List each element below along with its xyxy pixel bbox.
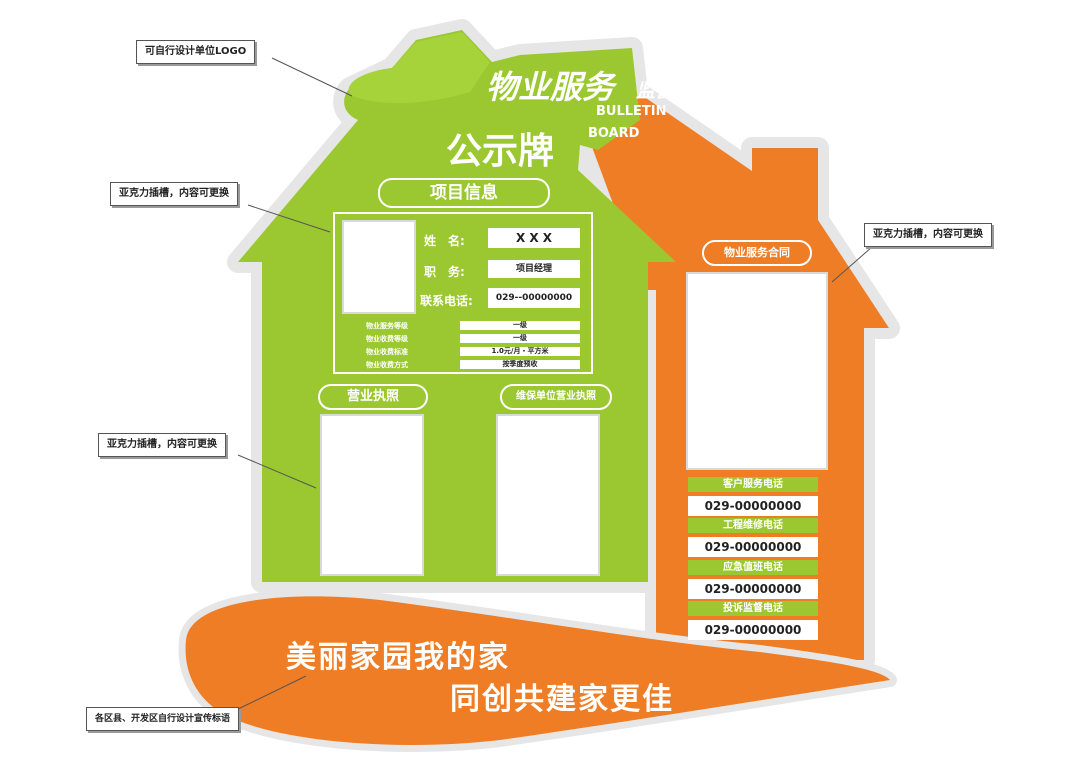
acrylic-annotation-left-top: 亚克力插槽，内容可更换 bbox=[110, 182, 238, 206]
detail-value-1: 一级 bbox=[460, 321, 580, 330]
phone-label: 联系电话: bbox=[420, 294, 473, 308]
complaint-phone-label: 投诉监督电话 bbox=[688, 601, 818, 616]
leader-line-acrylic-2 bbox=[237, 454, 317, 489]
business-license-slot bbox=[320, 414, 424, 576]
name-value: X X X bbox=[488, 228, 580, 248]
title-main: 物业服务 bbox=[486, 68, 615, 106]
leader-line-acrylic-3 bbox=[831, 239, 881, 283]
customer-service-number: 029-00000000 bbox=[688, 496, 818, 516]
title-sub: 监督 bbox=[636, 80, 675, 102]
title-english-2: BOARD bbox=[588, 126, 640, 141]
leader-line-slogan bbox=[235, 675, 307, 711]
role-label: 职 务: bbox=[424, 265, 465, 279]
customer-service-label: 客户服务电话 bbox=[688, 477, 818, 492]
detail-label-3: 物业收费标准 bbox=[366, 348, 408, 356]
leader-line-acrylic-1 bbox=[247, 204, 331, 233]
contract-slot bbox=[686, 272, 828, 470]
business-license-heading: 营业执照 bbox=[318, 384, 428, 410]
emergency-phone-label: 应急值班电话 bbox=[688, 560, 818, 575]
detail-value-4: 按季度预收 bbox=[460, 360, 580, 369]
detail-value-2: 一级 bbox=[460, 334, 580, 343]
slogan-annotation: 各区县、开发区自行设计宣传标语 bbox=[86, 707, 240, 731]
slogan-line-2: 同创共建家更佳 bbox=[450, 682, 674, 717]
title-board: 公示牌 bbox=[446, 131, 555, 172]
detail-label-4: 物业收费方式 bbox=[366, 361, 408, 369]
slogan-wave-fill bbox=[185, 596, 890, 745]
slogan-line-1: 美丽家园我的家 bbox=[286, 640, 510, 675]
acrylic-annotation-left-bottom: 亚克力插槽，内容可更换 bbox=[98, 433, 226, 457]
detail-label-2: 物业收费等级 bbox=[366, 335, 408, 343]
contract-heading: 物业服务合同 bbox=[702, 240, 812, 266]
maintenance-license-slot bbox=[496, 414, 600, 576]
complaint-phone-number: 029-00000000 bbox=[688, 620, 818, 640]
maintenance-phone-label: 工程维修电话 bbox=[688, 518, 818, 533]
project-info-heading: 项目信息 bbox=[378, 178, 550, 208]
project-info-panel bbox=[333, 212, 593, 374]
detail-label-1: 物业服务等级 bbox=[366, 322, 408, 330]
manager-photo-slot bbox=[342, 220, 416, 314]
title-english-1: BULLETIN bbox=[596, 104, 667, 119]
acrylic-annotation-right: 亚克力插槽，内容可更换 bbox=[864, 223, 992, 247]
maintenance-phone-number: 029-00000000 bbox=[688, 537, 818, 557]
detail-value-3: 1.0元/月・平方米 bbox=[460, 347, 580, 356]
name-label: 姓 名: bbox=[424, 234, 465, 248]
maintenance-license-heading: 维保单位营业执照 bbox=[500, 384, 612, 410]
role-value: 项目经理 bbox=[488, 260, 580, 278]
phone-value: 029--00000000 bbox=[488, 288, 580, 308]
emergency-phone-number: 029-00000000 bbox=[688, 579, 818, 599]
leader-line-logo bbox=[271, 57, 353, 97]
logo-annotation: 可自行设计单位LOGO bbox=[136, 40, 256, 64]
logo-area bbox=[348, 32, 490, 104]
